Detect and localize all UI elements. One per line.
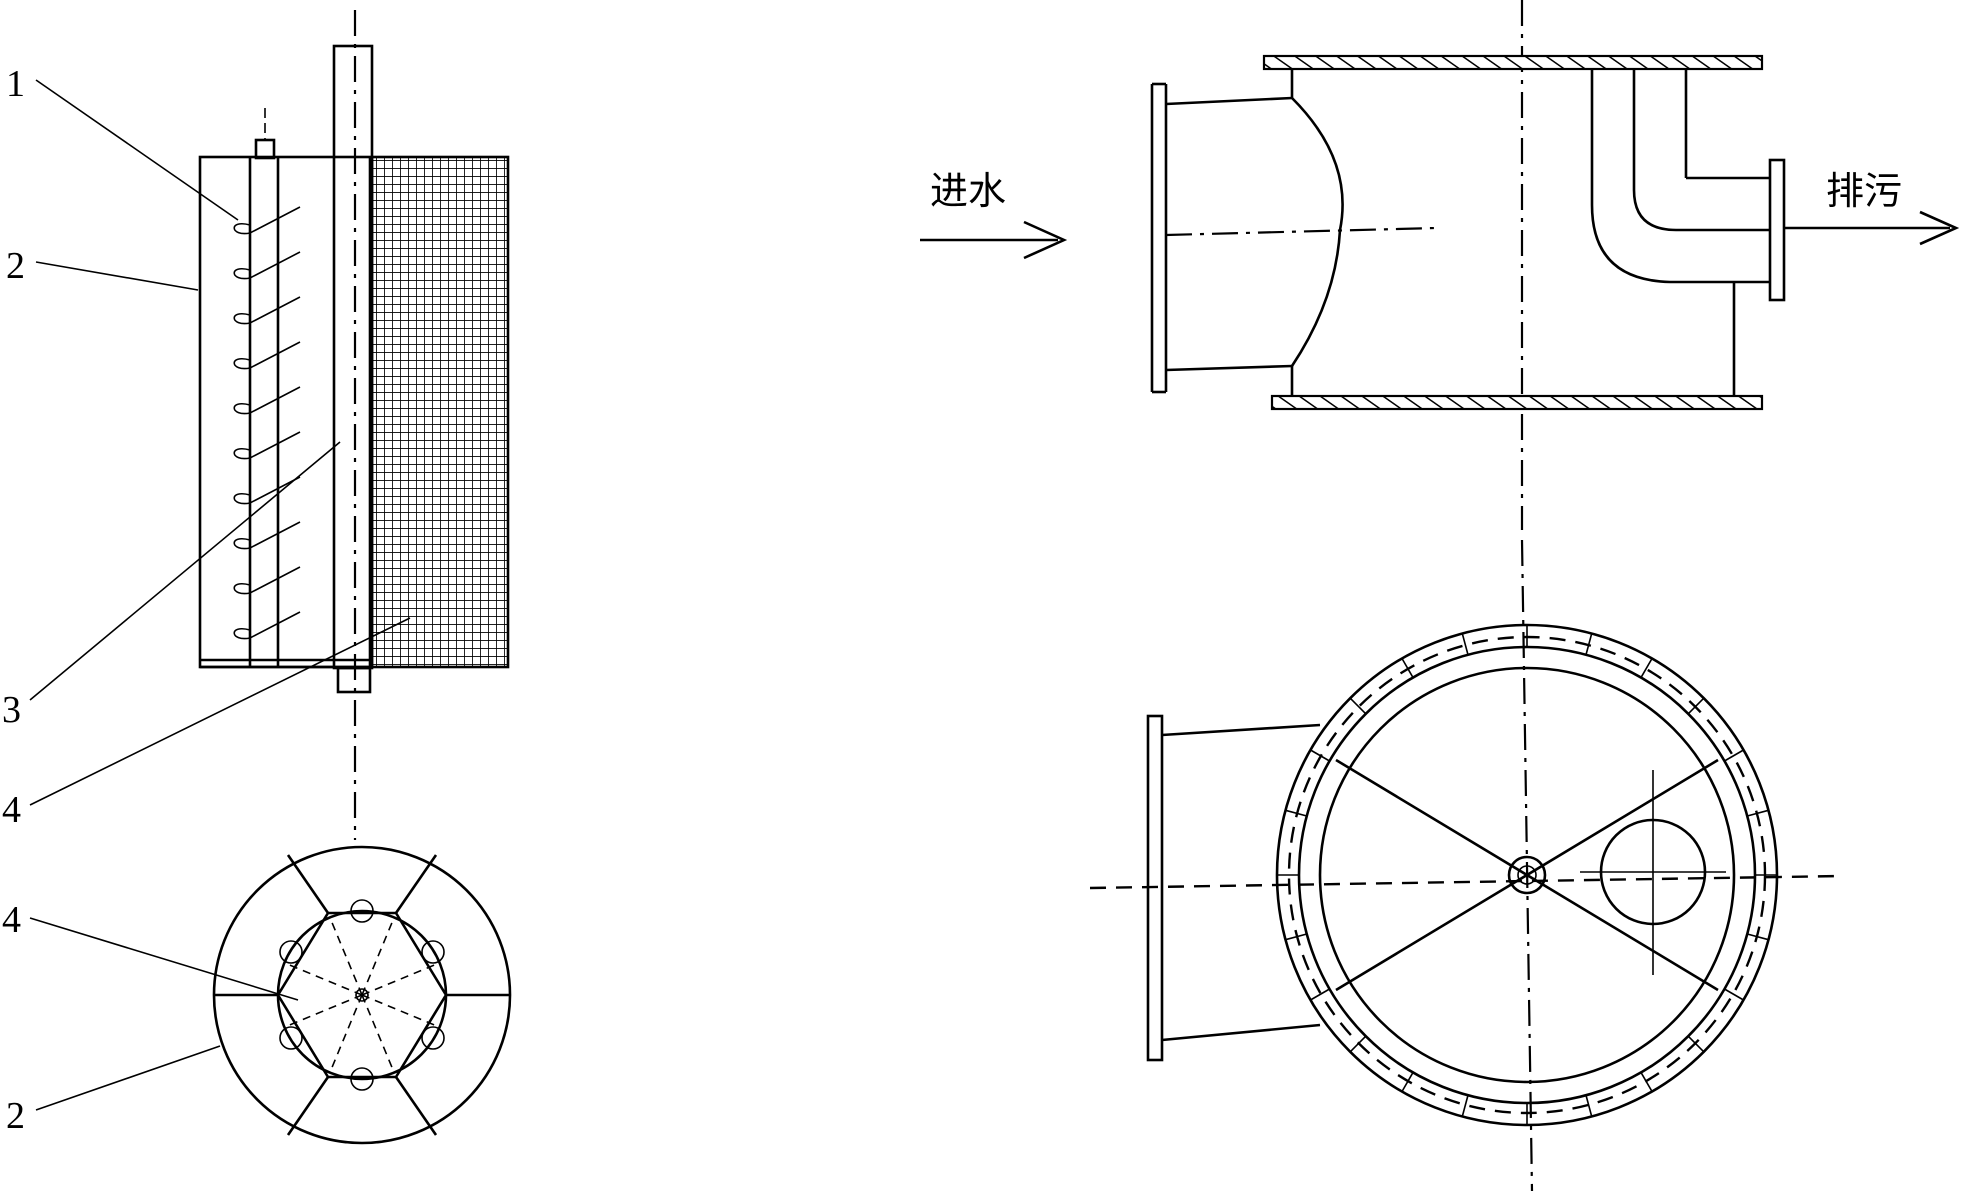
- helical-flight: [233, 386, 301, 415]
- central-hub: [1507, 855, 1547, 895]
- helical-flight: [233, 341, 301, 370]
- bolt-mark: [1285, 809, 1307, 817]
- bolt-mark: [1310, 749, 1330, 762]
- bolt-mark: [1401, 658, 1414, 678]
- helical-flight: [233, 566, 301, 595]
- helical-flight: [233, 611, 301, 640]
- plan-inlet-pipe-top: [1161, 723, 1321, 737]
- drain-pipe-inner: [1632, 69, 1770, 232]
- shaft-bottom-bearing: [336, 666, 372, 694]
- body-inner-ring: [1318, 666, 1736, 1084]
- callout-2-top: 2: [6, 245, 25, 287]
- plan-inlet-pipe-bottom: [1161, 1023, 1321, 1042]
- bolt-mark: [1349, 1035, 1367, 1053]
- filter-body-plan-view: [1089, 539, 1843, 1192]
- screw-position: [350, 899, 374, 923]
- housing-body: [198, 155, 372, 669]
- bolt-mark: [1310, 988, 1330, 1001]
- bolt-mark: [1747, 809, 1769, 817]
- top-wall: [1262, 54, 1764, 71]
- filter-body-front-view: 进水 排污: [920, 0, 1960, 530]
- bolt-mark: [1585, 633, 1593, 655]
- helical-flight: [233, 521, 301, 550]
- callout-4-bottom: 4: [2, 899, 21, 941]
- bolt-mark: [1461, 633, 1469, 655]
- screw-position: [350, 1067, 374, 1091]
- leader-4-bottom: [29, 917, 299, 1001]
- left-callouts: 1 2 3 4 4 2: [2, 63, 411, 1137]
- rib-top-left: [286, 854, 330, 914]
- callout-4-top: 4: [2, 789, 21, 831]
- drain-pipe-outer: [1590, 69, 1770, 284]
- bolt-mark: [1640, 1072, 1653, 1092]
- screw-position: [421, 1026, 445, 1050]
- drain-flange: [1768, 158, 1786, 302]
- screw-positions: [279, 899, 445, 1091]
- rib-top-right: [394, 854, 438, 914]
- filter-mesh: [370, 155, 510, 669]
- central-shaft: [332, 44, 374, 670]
- bolt-mark: [1724, 749, 1744, 762]
- leader-3: [29, 441, 341, 701]
- screw-rod-top-cap: [254, 138, 276, 160]
- central-hub-inner: [1517, 865, 1537, 885]
- helical-flight: [233, 431, 301, 460]
- callout-2-bottom: 2: [6, 1095, 25, 1137]
- screw-helical-flights: [233, 206, 301, 640]
- bolt-mark: [1640, 658, 1653, 678]
- screw-position: [279, 940, 303, 964]
- inlet-label: 进水: [930, 169, 1006, 213]
- center-hub: [355, 988, 369, 1002]
- screen-assembly-plan-view: [212, 845, 512, 1145]
- helical-flight: [233, 296, 301, 325]
- inlet-axis: [1165, 226, 1437, 237]
- bolt-mark: [1585, 1095, 1593, 1117]
- bolt-mark: [1461, 1095, 1469, 1117]
- bolt-mark: [1724, 988, 1744, 1001]
- callout-3: 3: [2, 689, 21, 731]
- outlet-arrow-head: [1919, 210, 1960, 246]
- inlet-pipe-top: [1165, 96, 1293, 106]
- outlet-label: 排污: [1826, 169, 1902, 213]
- leader-2-top: [35, 261, 199, 291]
- leader-4-top: [29, 617, 411, 806]
- bolt-mark: [1687, 697, 1705, 715]
- bolt-mark: [1687, 1035, 1705, 1053]
- screen-assembly-side-view: [198, 10, 510, 840]
- rib-bottom-left: [286, 1076, 330, 1136]
- helical-flight: [233, 476, 301, 505]
- bolt-mark: [1747, 933, 1769, 941]
- bolt-mark: [1285, 933, 1307, 941]
- leader-2-bottom: [35, 1045, 221, 1111]
- plan-horizontal-axis: [1089, 874, 1843, 890]
- inlet-arrow-head: [1023, 220, 1068, 260]
- flange-bolt-marks: [1277, 625, 1777, 1125]
- bottom-wall: [1270, 394, 1764, 411]
- bolt-mark: [1401, 1072, 1414, 1092]
- inlet-pipe-bottom: [1165, 364, 1293, 372]
- callout-1: 1: [6, 63, 25, 105]
- helical-flight: [233, 206, 301, 235]
- strut-b: [1335, 758, 1719, 992]
- helical-flight: [233, 251, 301, 280]
- screw-position: [279, 1026, 303, 1050]
- screw-position: [421, 940, 445, 964]
- bolt-mark: [1349, 697, 1367, 715]
- rib-bottom-right: [394, 1076, 438, 1136]
- leader-1: [35, 79, 239, 221]
